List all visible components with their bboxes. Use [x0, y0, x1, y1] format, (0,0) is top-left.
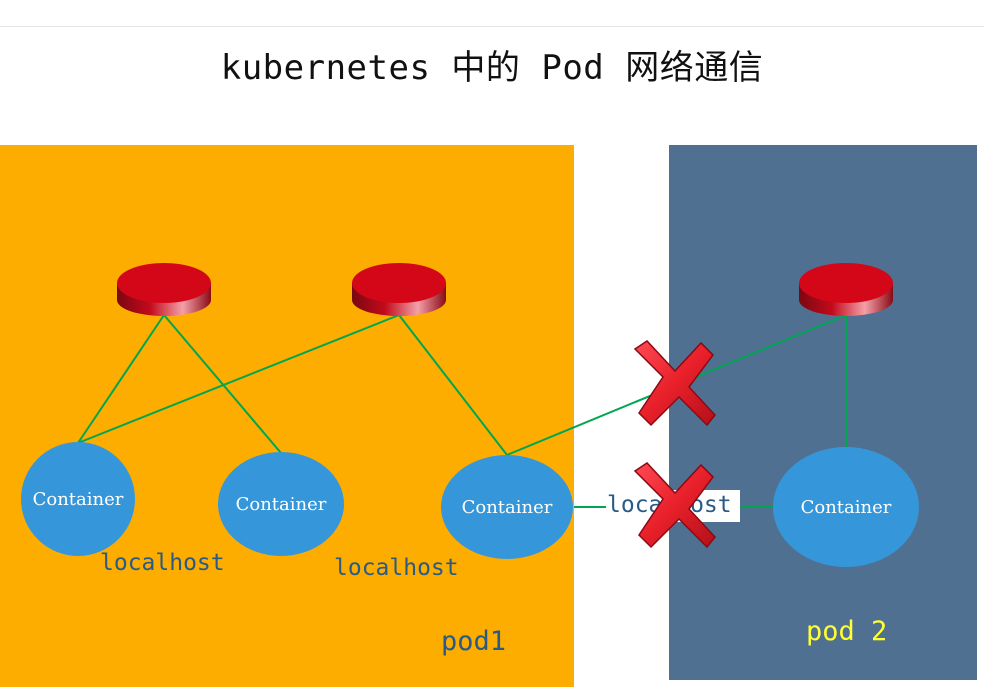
blocked-cross-icon [633, 462, 716, 549]
network-disk-icon [117, 263, 211, 316]
container-node [21, 442, 135, 556]
container-label: Container [461, 497, 553, 518]
container-node [773, 447, 919, 567]
container-node [218, 452, 344, 556]
container-label: Container [800, 497, 892, 518]
top-divider [0, 26, 984, 27]
pod1-label: pod1 [441, 626, 507, 657]
localhost-label: localhost [100, 550, 225, 576]
link-line [163, 314, 282, 454]
diagram-title: kubernetes 中的 Pod 网络通信 [220, 48, 764, 88]
container-label: Container [235, 494, 327, 515]
pod2-label: pod 2 [806, 616, 888, 647]
network-disk-icon [352, 263, 446, 316]
pod2-box [669, 145, 977, 680]
network-disk-icon [799, 263, 893, 316]
container-node [441, 455, 573, 559]
localhost-label: localhost [334, 555, 459, 581]
link-line [77, 314, 400, 444]
blocked-cross-icon [633, 340, 716, 427]
container-label: Container [32, 489, 124, 510]
link-line [77, 314, 165, 444]
link-line [398, 314, 508, 456]
